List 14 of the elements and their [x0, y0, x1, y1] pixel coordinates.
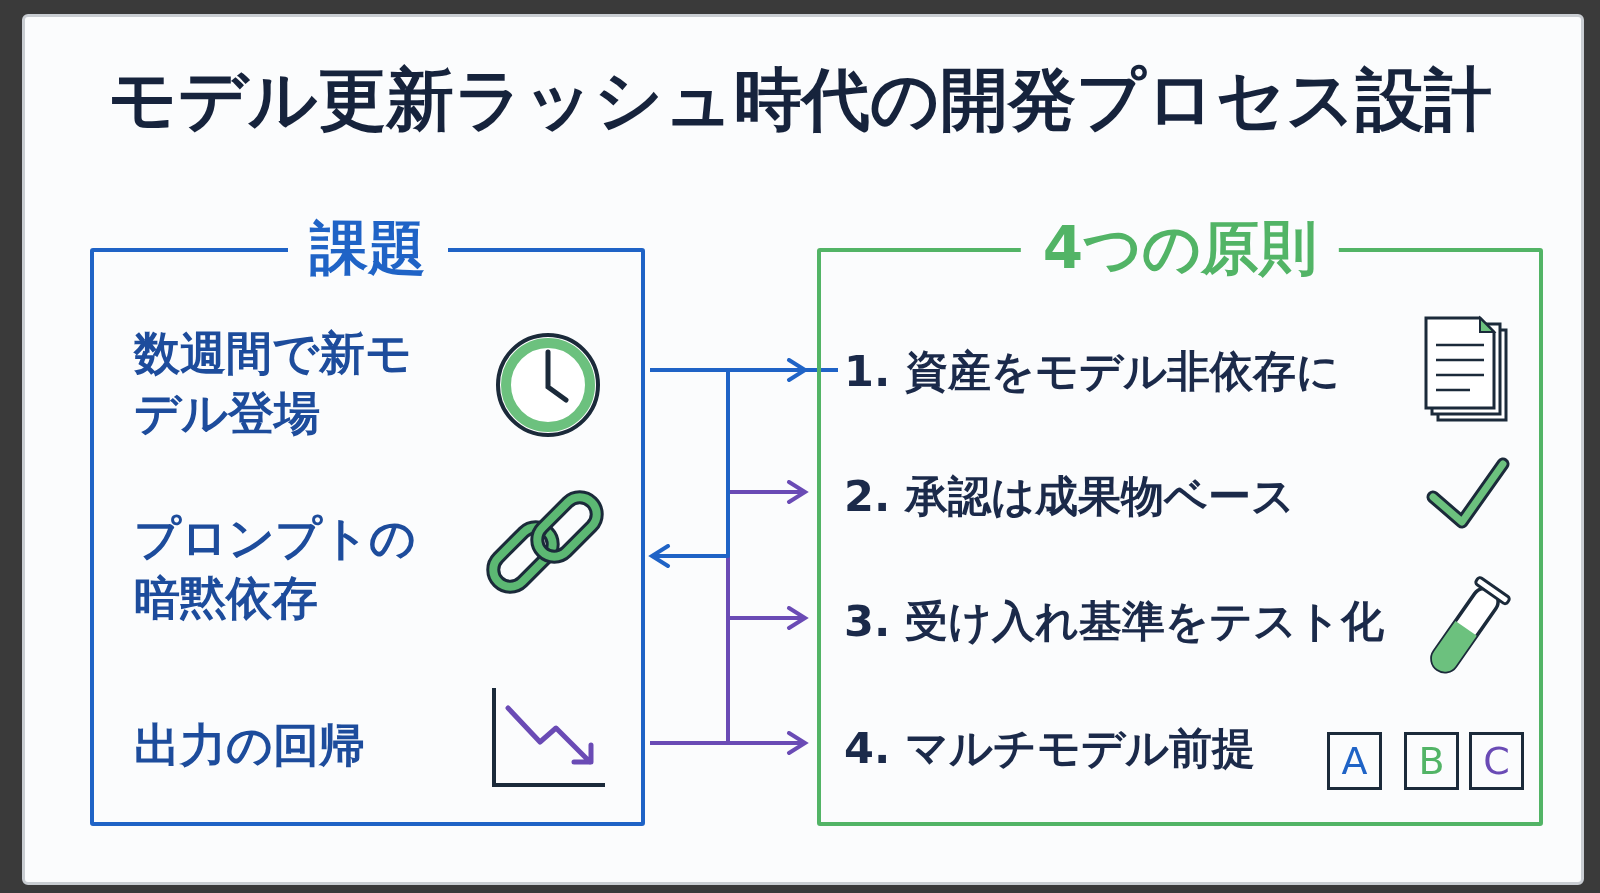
item-text: 3. 受け入れ基準をテスト化: [844, 594, 1419, 654]
arrow: [650, 731, 807, 755]
letter-box: C: [1469, 732, 1524, 790]
letter-box: A: [1327, 732, 1382, 790]
item-text: 出力の回帰: [134, 716, 474, 778]
arrow: [650, 358, 807, 382]
title: モデル更新ラッシュ時代の開発プロセス設計: [107, 59, 1493, 141]
item-text: プロンプトの暗黙依存: [134, 509, 434, 633]
letter-box: B: [1404, 732, 1459, 790]
item-text: 4. マルチモデル前提: [844, 721, 1304, 781]
item-text: 1. 資産をモデル非依存に: [844, 344, 1404, 404]
item-text: 2. 承認は成果物ベース: [844, 469, 1404, 529]
item-text: 数週間で新モデル登場: [134, 324, 434, 448]
arrow: [650, 368, 838, 568]
